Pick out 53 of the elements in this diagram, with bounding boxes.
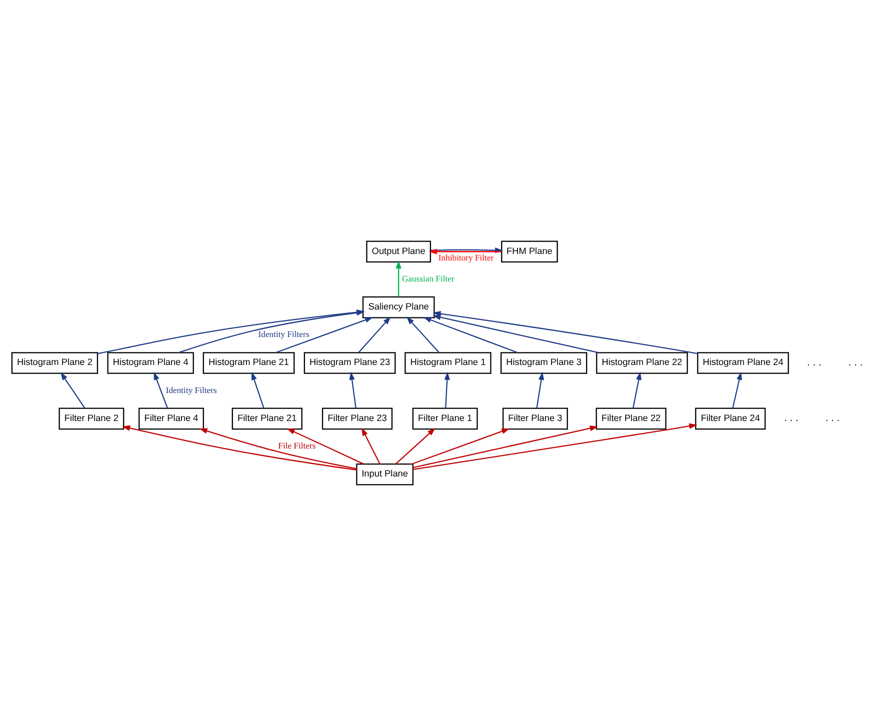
arrow [732, 372, 742, 408]
label: . . . [784, 413, 798, 424]
node-box: Filter Plane 2 [58, 408, 124, 430]
edge-label: Identity Filters [166, 384, 217, 395]
arrow [286, 428, 364, 464]
node-box: Histogram Plane 24 [697, 352, 789, 374]
edge-label: Inhibitory Filter [438, 252, 494, 262]
node-box: Filter Plane 24 [695, 408, 766, 430]
arrow [406, 316, 440, 353]
label: . . . [848, 358, 863, 369]
node-box: Histogram Plane 4 [107, 352, 194, 374]
node-box: Histogram Plane 23 [304, 352, 396, 374]
arrow [251, 372, 264, 408]
arrow [423, 317, 518, 354]
node-box: Filter Plane 21 [232, 408, 302, 430]
node-box: Filter Plane 22 [596, 408, 666, 430]
node-box: Output Plane [366, 240, 432, 263]
node-box: Histogram Plane 2 [11, 352, 98, 374]
node-box: Input Plane [356, 463, 414, 486]
arrow [395, 428, 436, 464]
node-box: Filter Plane 3 [502, 408, 568, 430]
arrow [444, 372, 450, 408]
node-box: Histogram Plane 1 [404, 352, 492, 374]
edge-label: Identity Filters [258, 329, 310, 340]
arrow [60, 372, 86, 408]
label: . . . [825, 413, 840, 424]
arrow [362, 428, 380, 464]
arrow [154, 372, 168, 408]
arrow [632, 372, 642, 408]
arrow [536, 372, 544, 408]
node-box: Filter Plane 1 [412, 408, 478, 430]
arrow [428, 248, 502, 254]
arrow [413, 423, 698, 470]
edge-label: File Filters [278, 440, 316, 451]
arrow [349, 372, 356, 408]
arrow [276, 317, 374, 354]
node-box: Histogram Plane 3 [500, 352, 588, 374]
node-box: Filter Plane 23 [322, 408, 393, 430]
arrow [432, 314, 598, 354]
arrow [412, 428, 510, 465]
label: . . . [807, 358, 822, 369]
node-box: FHM Plane [501, 240, 558, 263]
node-box: Saliency Plane [362, 296, 435, 318]
node-box: Histogram Plane 21 [202, 352, 295, 374]
arrow [432, 310, 698, 354]
node-box: Histogram Plane 22 [596, 352, 688, 374]
arrow [396, 260, 402, 297]
edge-label: Gaussian Filter [402, 273, 454, 284]
node-box: Filter Plane 4 [138, 408, 204, 430]
arrow [199, 428, 357, 470]
arrow [358, 316, 391, 353]
arrow [412, 426, 598, 468]
arrow [122, 425, 357, 470]
